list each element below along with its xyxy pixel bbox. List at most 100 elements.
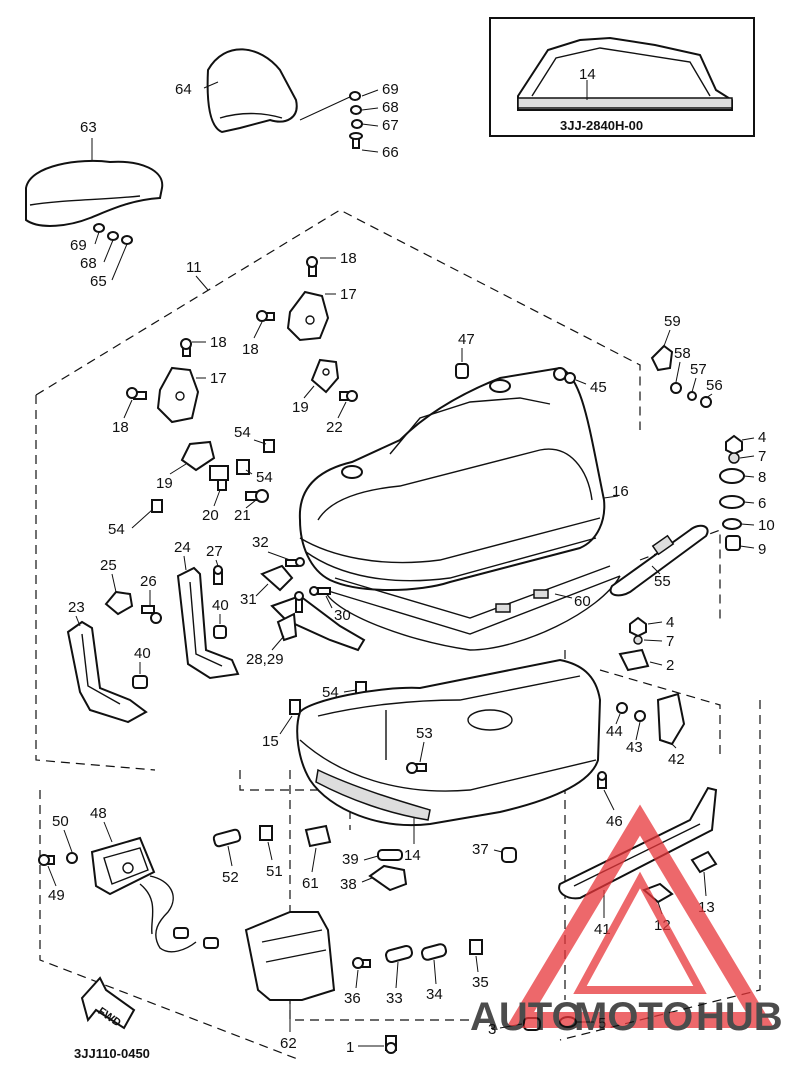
- label-32: 32: [252, 534, 269, 551]
- label-4a: 4: [758, 429, 766, 446]
- hardware-63: 69 68 65: [70, 223, 133, 290]
- label-68b: 68: [80, 255, 97, 272]
- watermark-hub: HUB: [696, 995, 783, 1039]
- label-68a: 68: [382, 99, 399, 116]
- label-44: 44: [606, 723, 623, 740]
- part-38-39: 39 38: [340, 849, 408, 893]
- label-11: 11: [186, 259, 202, 276]
- label-3: 3: [488, 1021, 496, 1038]
- label-43: 43: [626, 739, 643, 756]
- label-55: 55: [654, 573, 671, 590]
- label-17b: 17: [210, 370, 227, 387]
- label-31: 31: [240, 591, 257, 608]
- label-19a: 19: [292, 399, 309, 416]
- label-27: 27: [206, 543, 223, 560]
- label-35: 35: [472, 974, 489, 991]
- diagram-code: 3JJ110-0450: [74, 1046, 150, 1061]
- pad-part: 63: [25, 119, 164, 227]
- label-69b: 69: [70, 237, 87, 254]
- label-8: 8: [758, 469, 766, 486]
- cover-62: 62: [244, 911, 336, 1052]
- label-6: 6: [758, 495, 766, 512]
- label-7a: 7: [758, 448, 766, 465]
- label-60: 60: [574, 593, 591, 610]
- label-18c: 18: [210, 334, 227, 351]
- label-48: 48: [90, 805, 107, 822]
- label-14: 14: [404, 847, 421, 864]
- label-66: 66: [382, 144, 399, 161]
- label-52: 52: [222, 869, 239, 886]
- label-38: 38: [340, 876, 357, 893]
- backrest-part: 64: [175, 48, 298, 134]
- label-67: 67: [382, 117, 399, 134]
- label-2: 2: [666, 657, 674, 674]
- bushing-40: 40: [132, 645, 151, 689]
- catch-upper: 19 22: [292, 358, 358, 436]
- label-58: 58: [674, 345, 691, 362]
- label-26: 26: [140, 573, 157, 590]
- label-1: 1: [346, 1039, 354, 1056]
- lock-assembly: 59 58 57 56: [650, 313, 723, 408]
- taillight-48: 48 50 49: [38, 805, 219, 953]
- label-21: 21: [234, 507, 251, 524]
- label-57: 57: [690, 361, 707, 378]
- label-18b: 18: [242, 341, 259, 358]
- clip-25: 25 26: [100, 557, 162, 624]
- screw-46: 46: [597, 771, 623, 830]
- parts-51-52-61: 52 51 61: [212, 824, 332, 892]
- watermark-auto: AUTO: [470, 995, 583, 1039]
- label-54d: 54: [322, 684, 339, 701]
- label-16: 16: [612, 483, 629, 500]
- label-59: 59: [664, 313, 681, 330]
- label-63: 63: [80, 119, 97, 136]
- label-10: 10: [758, 517, 775, 534]
- plug-47: 47: [455, 331, 475, 379]
- label-54a: 54: [234, 424, 251, 441]
- label-54c: 54: [108, 521, 125, 538]
- hinge-left: 18 17 18: [112, 334, 227, 436]
- seal-ring: 16 60: [324, 483, 629, 651]
- screw-53: 53: [406, 725, 433, 774]
- label-9: 9: [758, 541, 766, 558]
- label-49: 49: [48, 887, 65, 904]
- watermark-moto: MOTO: [574, 995, 693, 1039]
- label-47: 47: [458, 331, 475, 348]
- label-39: 39: [342, 851, 359, 868]
- bracket-23: 23: [66, 599, 148, 724]
- latch-assembly: 32 31 30 28,29: [240, 534, 366, 668]
- label-15: 15: [262, 733, 279, 750]
- base-shell: 14: [296, 658, 602, 864]
- label-36: 36: [344, 990, 361, 1007]
- catch-left: 54 19 54 20 21 54: [108, 424, 275, 538]
- label-20: 20: [202, 507, 219, 524]
- label-46: 46: [606, 813, 623, 830]
- label-53: 53: [416, 725, 433, 742]
- right-middle-hardware: 4 7 2: [618, 614, 674, 674]
- label-25: 25: [100, 557, 117, 574]
- parts-33-36: 36 33 34 35: [344, 939, 489, 1007]
- label-51: 51: [266, 863, 283, 880]
- part-15-54: 54 15: [262, 681, 367, 750]
- hardware-66-69: 69 68 67 66: [299, 81, 399, 161]
- label-23: 23: [68, 599, 85, 616]
- label-62: 62: [280, 1035, 297, 1052]
- label-69a: 69: [382, 81, 399, 98]
- inset-part-code: 3JJ-2840H-00: [560, 118, 643, 133]
- label-42: 42: [668, 751, 685, 768]
- label-2829: 28,29: [246, 651, 284, 668]
- label-7b: 7: [666, 633, 674, 650]
- label-56: 56: [706, 377, 723, 394]
- label-50: 50: [52, 813, 69, 830]
- label-61: 61: [302, 875, 319, 892]
- label-37: 37: [472, 841, 489, 858]
- assembly-outline: [35, 209, 761, 1061]
- label-64: 64: [175, 81, 192, 98]
- label-40a: 40: [212, 597, 229, 614]
- label-45: 45: [590, 379, 607, 396]
- watermark-logo: AUTO MOTO HUB: [470, 804, 783, 1039]
- lid-shell: [298, 366, 606, 591]
- label-54b: 54: [256, 469, 273, 486]
- strip-55: 55: [609, 524, 709, 597]
